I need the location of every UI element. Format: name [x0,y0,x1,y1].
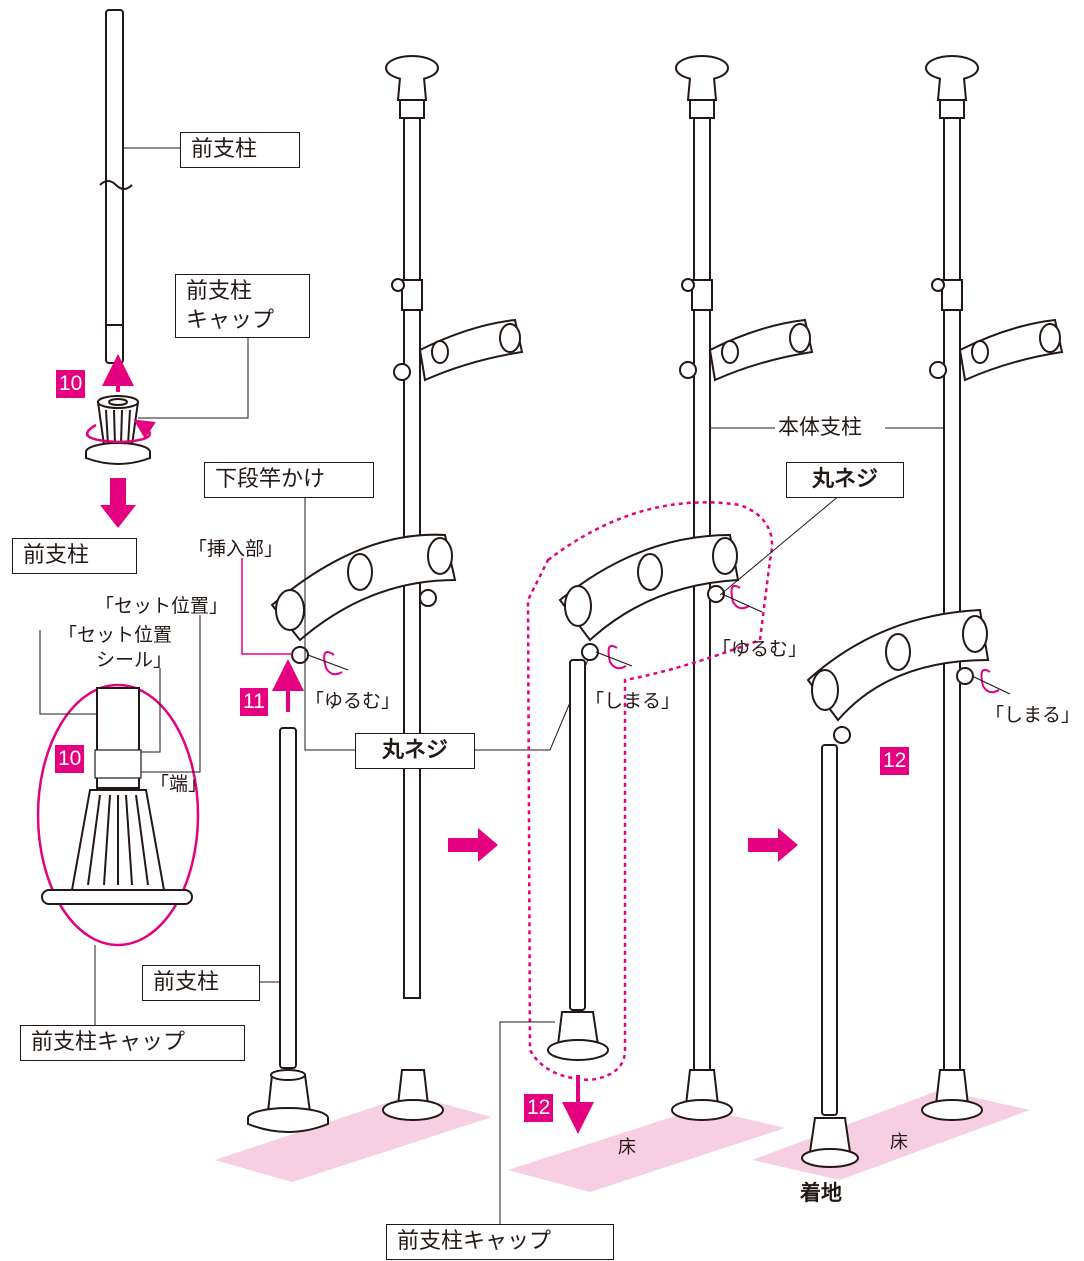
label-end: 「端」 [150,773,208,795]
label-front-post-cap-bottom: 前支柱キャップ [386,1224,614,1260]
assembly-3 [801,55,1064,1168]
label-front-post-cap-left: 前支柱キャップ [20,1025,245,1061]
label-round-screw-2: 丸ネジ [786,462,904,498]
label-floor-2: 床 [890,1132,908,1153]
floor-plate-1 [215,1095,492,1182]
front-post-drawing [247,727,329,1133]
label-main-post: 本体支柱 [778,415,862,439]
label-tighten-2: 「しまる」 [985,704,1081,726]
label-floor-1: 床 [618,1137,636,1158]
label-insert-part: 「挿入部」 [188,538,284,560]
label-front-post-mid: 前支柱 [12,538,137,574]
step-11: 11 [240,688,268,716]
label-tighten-1: 「しまる」 [585,690,681,712]
assembly-1 [270,55,524,1121]
step-10-circle: 10 [55,745,85,773]
label-loosen-2: 「ゆるむ」 [712,638,808,660]
step-10-top: 10 [56,370,86,398]
label-loosen-1: 「ゆるむ」 [305,690,401,712]
label-front-post-cap-top: 前支柱 キャップ [175,274,310,338]
step-12-mid: 12 [524,1094,554,1122]
step-12-right: 12 [880,747,910,775]
label-set-position-seal: 「セット位置 シール」 [58,624,173,671]
label-landing: 着地 [800,1181,842,1205]
magnified-cap-detail [36,683,200,947]
arrow-right-icon-2 [748,828,798,862]
floor-plate-2 [508,1108,785,1192]
label-set-position: 「セット位置」 [95,595,229,617]
arrow-right-icon-1 [448,828,498,862]
label-lower-pole-hanger: 下段竿かけ [204,462,374,498]
dashed-highlight [526,501,774,1082]
assembly-2 [547,55,814,1121]
label-front-post-top: 前支柱 [180,132,300,168]
down-arrow-icon [100,478,136,528]
label-round-screw-1: 丸ネジ [355,733,475,769]
label-front-post-bottom: 前支柱 [142,965,260,1001]
front-post-top-drawing [85,9,151,465]
